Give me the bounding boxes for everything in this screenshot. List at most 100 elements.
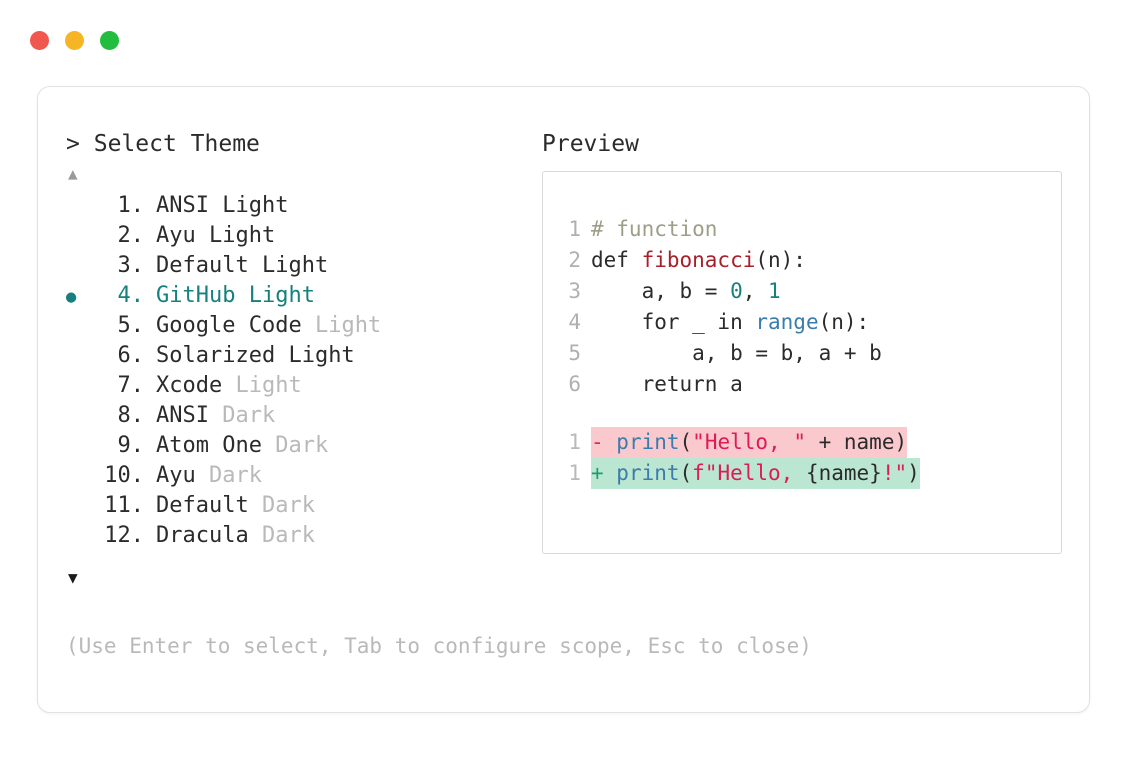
theme-item-label: Dracula Dark — [144, 521, 315, 551]
scroll-down-arrow-icon[interactable]: ▼ — [68, 568, 78, 587]
theme-list-item[interactable]: 5.Google Code Light — [66, 311, 536, 341]
code-token: fibonacci — [641, 248, 756, 272]
theme-item-variant: Dark — [208, 463, 262, 488]
code-line-number: 1 — [568, 217, 581, 241]
code-line: 1 - print("Hello, " + name) — [561, 427, 1061, 458]
theme-item-name: ANSI — [156, 403, 223, 428]
page-title: > Select Theme — [66, 129, 536, 159]
theme-item-label: Default Dark — [144, 491, 315, 521]
code-token: !" — [881, 461, 908, 485]
theme-item-number: 7. — [117, 373, 145, 398]
code-line-number: 4 — [568, 310, 581, 334]
theme-item-number: 3. — [117, 253, 145, 278]
theme-list-item[interactable]: 7.Xcode Light — [66, 371, 536, 401]
page-title-text: Select Theme — [93, 131, 260, 157]
theme-item-label: ANSI Light — [144, 191, 288, 221]
theme-item-name: ANSI — [156, 193, 223, 218]
theme-list-item[interactable]: 3.Default Light — [66, 251, 536, 281]
code-token: f"Hello, — [692, 461, 806, 485]
code-line-text: for _ in range(n): — [591, 307, 870, 338]
code-token: ) — [907, 461, 920, 485]
theme-list-item[interactable]: 2.Ayu Light — [66, 221, 536, 251]
code-line: 4 for _ in range(n): — [561, 307, 1061, 338]
code-line-text: a, b = b, a + b — [591, 338, 882, 369]
theme-item-variant: Light — [235, 373, 302, 398]
theme-item-number: 5. — [117, 313, 145, 338]
code-token: def — [591, 248, 642, 272]
theme-item-name: GitHub — [156, 283, 249, 308]
close-window-button[interactable] — [30, 31, 49, 50]
theme-list-item[interactable]: 11.Default Dark — [66, 491, 536, 521]
code-token: a, b = b, a + b — [591, 341, 882, 365]
theme-item-variant: Light — [208, 223, 276, 248]
diff-plus-icon: + — [591, 461, 617, 485]
theme-item-label: Ayu Dark — [144, 461, 262, 491]
theme-item-number: 11. — [104, 493, 144, 518]
code-token: for _ in — [591, 310, 756, 334]
theme-item-variant: Dark — [222, 403, 276, 428]
theme-item-variant: Dark — [261, 493, 315, 518]
code-line: 5 a, b = b, a + b — [561, 338, 1061, 369]
code-diff-spacer — [561, 400, 1061, 427]
code-token: 1 — [768, 279, 781, 303]
code-token: print — [616, 461, 680, 485]
code-token: (n): — [818, 310, 870, 334]
theme-item-name: Atom One — [156, 433, 276, 458]
code-token: "Hello, " — [692, 430, 806, 454]
theme-list-item[interactable]: 6.Solarized Light — [66, 341, 536, 371]
code-line: 2 def fibonacci(n): — [561, 245, 1061, 276]
theme-item-number: 2. — [117, 223, 145, 248]
code-line-number: 5 — [568, 341, 581, 365]
theme-list-item[interactable]: 9.Atom One Dark — [66, 431, 536, 461]
window-controls — [30, 31, 119, 50]
theme-item-label: Atom One Dark — [144, 431, 328, 461]
code-line: 3 a, b = 0, 1 — [561, 276, 1061, 307]
theme-item-label: Solarized Light — [144, 341, 355, 371]
code-line-number: 6 — [568, 372, 581, 396]
theme-item-variant: Light — [314, 313, 382, 338]
code-token: ( — [679, 430, 693, 454]
code-token: + name) — [805, 430, 908, 454]
theme-list-item[interactable]: 1.ANSI Light — [66, 191, 536, 221]
code-token: , — [742, 279, 769, 303]
theme-item-number: 10. — [104, 463, 144, 488]
theme-item-label: GitHub Light — [144, 281, 315, 311]
theme-list-item[interactable]: 12.Dracula Dark — [66, 521, 536, 551]
theme-item-variant: Dark — [261, 523, 315, 548]
maximize-window-button[interactable] — [100, 31, 119, 50]
code-token: ( — [679, 461, 693, 485]
theme-item-label: Ayu Light — [144, 221, 275, 251]
minimize-window-button[interactable] — [65, 31, 84, 50]
theme-item-name: Google Code — [156, 313, 315, 338]
code-line-text: return a — [591, 369, 743, 400]
theme-list-item[interactable]: ●4.GitHub Light — [66, 281, 536, 311]
code-line-number: 3 — [568, 279, 581, 303]
scroll-up-arrow-icon[interactable]: ▲ — [68, 164, 78, 183]
code-line-number: 2 — [568, 248, 581, 272]
theme-item-variant: Light — [222, 193, 289, 218]
theme-item-label: Google Code Light — [144, 311, 381, 341]
code-token: (n): — [755, 248, 806, 272]
code-token: return a — [591, 372, 743, 396]
code-token: # function — [591, 217, 718, 241]
diff-minus-icon: - — [591, 430, 617, 454]
theme-item-label: Xcode Light — [144, 371, 302, 401]
theme-item-number: 4. — [117, 283, 145, 308]
code-token: a, b = — [591, 279, 731, 303]
code-token: range — [755, 310, 819, 334]
theme-list-item[interactable]: 8.ANSI Dark — [66, 401, 536, 431]
diff-line-number: 1 — [568, 430, 581, 454]
diff-removed-line: - print("Hello, " + name) — [591, 427, 908, 458]
code-line: 6 return a — [561, 369, 1061, 400]
theme-item-name: Ayu — [156, 463, 209, 488]
theme-list-item[interactable]: 10.Ayu Dark — [66, 461, 536, 491]
diff-line-number: 1 — [568, 461, 581, 485]
theme-item-variant: Light — [288, 343, 355, 368]
code-token: 0 — [730, 279, 743, 303]
